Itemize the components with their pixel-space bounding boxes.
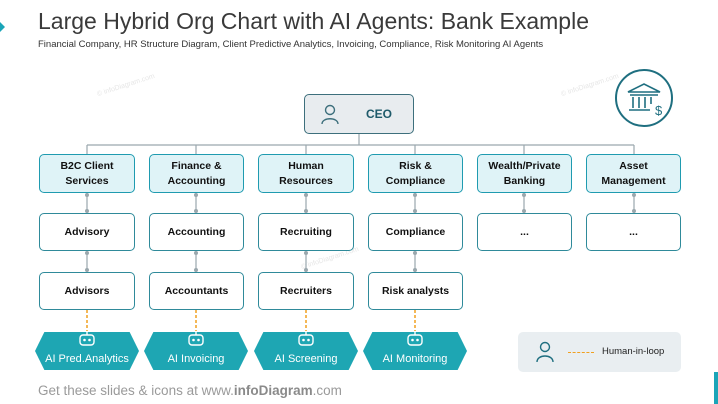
legend-label: Human-in-loop xyxy=(602,346,665,357)
robot-icon xyxy=(407,332,423,346)
dept-human-resources[interactable]: Human Resources xyxy=(258,154,354,193)
dept-label: Finance & Accounting xyxy=(167,160,226,187)
dept-asset-management[interactable]: Asset Management xyxy=(586,154,681,193)
ai-agent-label: AI Screening xyxy=(274,353,338,365)
unit-label: Compliance xyxy=(385,225,446,238)
team-risk-analysts[interactable]: Risk analysts xyxy=(368,272,463,310)
ai-agent-invoicing[interactable]: AI Invoicing xyxy=(144,332,248,370)
team-label: Accountants xyxy=(164,284,229,297)
ai-agent-label: AI Pred.Analytics xyxy=(45,353,129,365)
dept-label: Asset Management xyxy=(601,160,666,187)
unit-accounting[interactable]: Accounting xyxy=(149,213,244,251)
unit-advisory[interactable]: Advisory xyxy=(39,213,135,251)
dept-b2c-client-services[interactable]: B2C Client Services xyxy=(39,154,135,193)
unit-label: Advisory xyxy=(64,225,110,238)
dept-finance-accounting[interactable]: Finance & Accounting xyxy=(149,154,244,193)
unit-recruiting[interactable]: Recruiting xyxy=(258,213,354,251)
team-label: Risk analysts xyxy=(381,284,450,297)
dept-label: B2C Client Services xyxy=(60,160,114,187)
ai-agent-screening[interactable]: AI Screening xyxy=(254,332,358,370)
ai-agent-monitoring[interactable]: AI Monitoring xyxy=(363,332,467,370)
ceo-label: CEO xyxy=(365,106,392,121)
footer: Get these slides & icons at www.infoDiag… xyxy=(38,383,342,398)
footer-prefix: Get these slides & icons at www. xyxy=(38,383,234,398)
unit-label: Recruiting xyxy=(280,225,332,238)
person-icon xyxy=(536,341,554,363)
unit-placeholder[interactable]: ... xyxy=(477,213,572,251)
dept-wealth-private-banking[interactable]: Wealth/Private Banking xyxy=(477,154,572,193)
ai-agent-label: AI Monitoring xyxy=(382,353,448,365)
unit-label: ... xyxy=(629,225,638,238)
robot-icon xyxy=(188,332,204,346)
right-accent-bar xyxy=(714,372,718,404)
dept-label: Wealth/Private Banking xyxy=(488,160,561,187)
dept-risk-compliance[interactable]: Risk & Compliance xyxy=(368,154,463,193)
ai-agent-label: AI Invoicing xyxy=(167,353,225,365)
unit-label: Accounting xyxy=(167,225,226,238)
person-icon xyxy=(321,104,339,125)
svg-text:$: $ xyxy=(655,103,663,118)
left-accent-marker xyxy=(0,22,5,32)
unit-placeholder[interactable]: ... xyxy=(586,213,681,251)
ceo-box[interactable]: CEO xyxy=(304,94,414,134)
robot-icon xyxy=(79,332,95,346)
team-label: Advisors xyxy=(64,284,110,297)
human-in-loop-line xyxy=(568,352,594,353)
page-subtitle: Financial Company, HR Structure Diagram,… xyxy=(38,39,544,50)
bank-icon: $ xyxy=(615,69,673,127)
team-accountants[interactable]: Accountants xyxy=(149,272,244,310)
team-advisors[interactable]: Advisors xyxy=(39,272,135,310)
team-label: Recruiters xyxy=(280,284,332,297)
footer-suffix: .com xyxy=(312,383,342,398)
dept-label: Human Resources xyxy=(279,160,333,187)
page-title: Large Hybrid Org Chart with AI Agents: B… xyxy=(38,8,589,34)
dept-label: Risk & Compliance xyxy=(385,160,446,187)
unit-label: ... xyxy=(520,225,529,238)
robot-icon xyxy=(298,332,314,346)
legend: Human-in-loop xyxy=(518,332,681,372)
ai-agent-pred-analytics[interactable]: AI Pred.Analytics xyxy=(35,332,139,370)
team-recruiters[interactable]: Recruiters xyxy=(258,272,354,310)
footer-brand: infoDiagram xyxy=(233,383,313,398)
unit-compliance[interactable]: Compliance xyxy=(368,213,463,251)
